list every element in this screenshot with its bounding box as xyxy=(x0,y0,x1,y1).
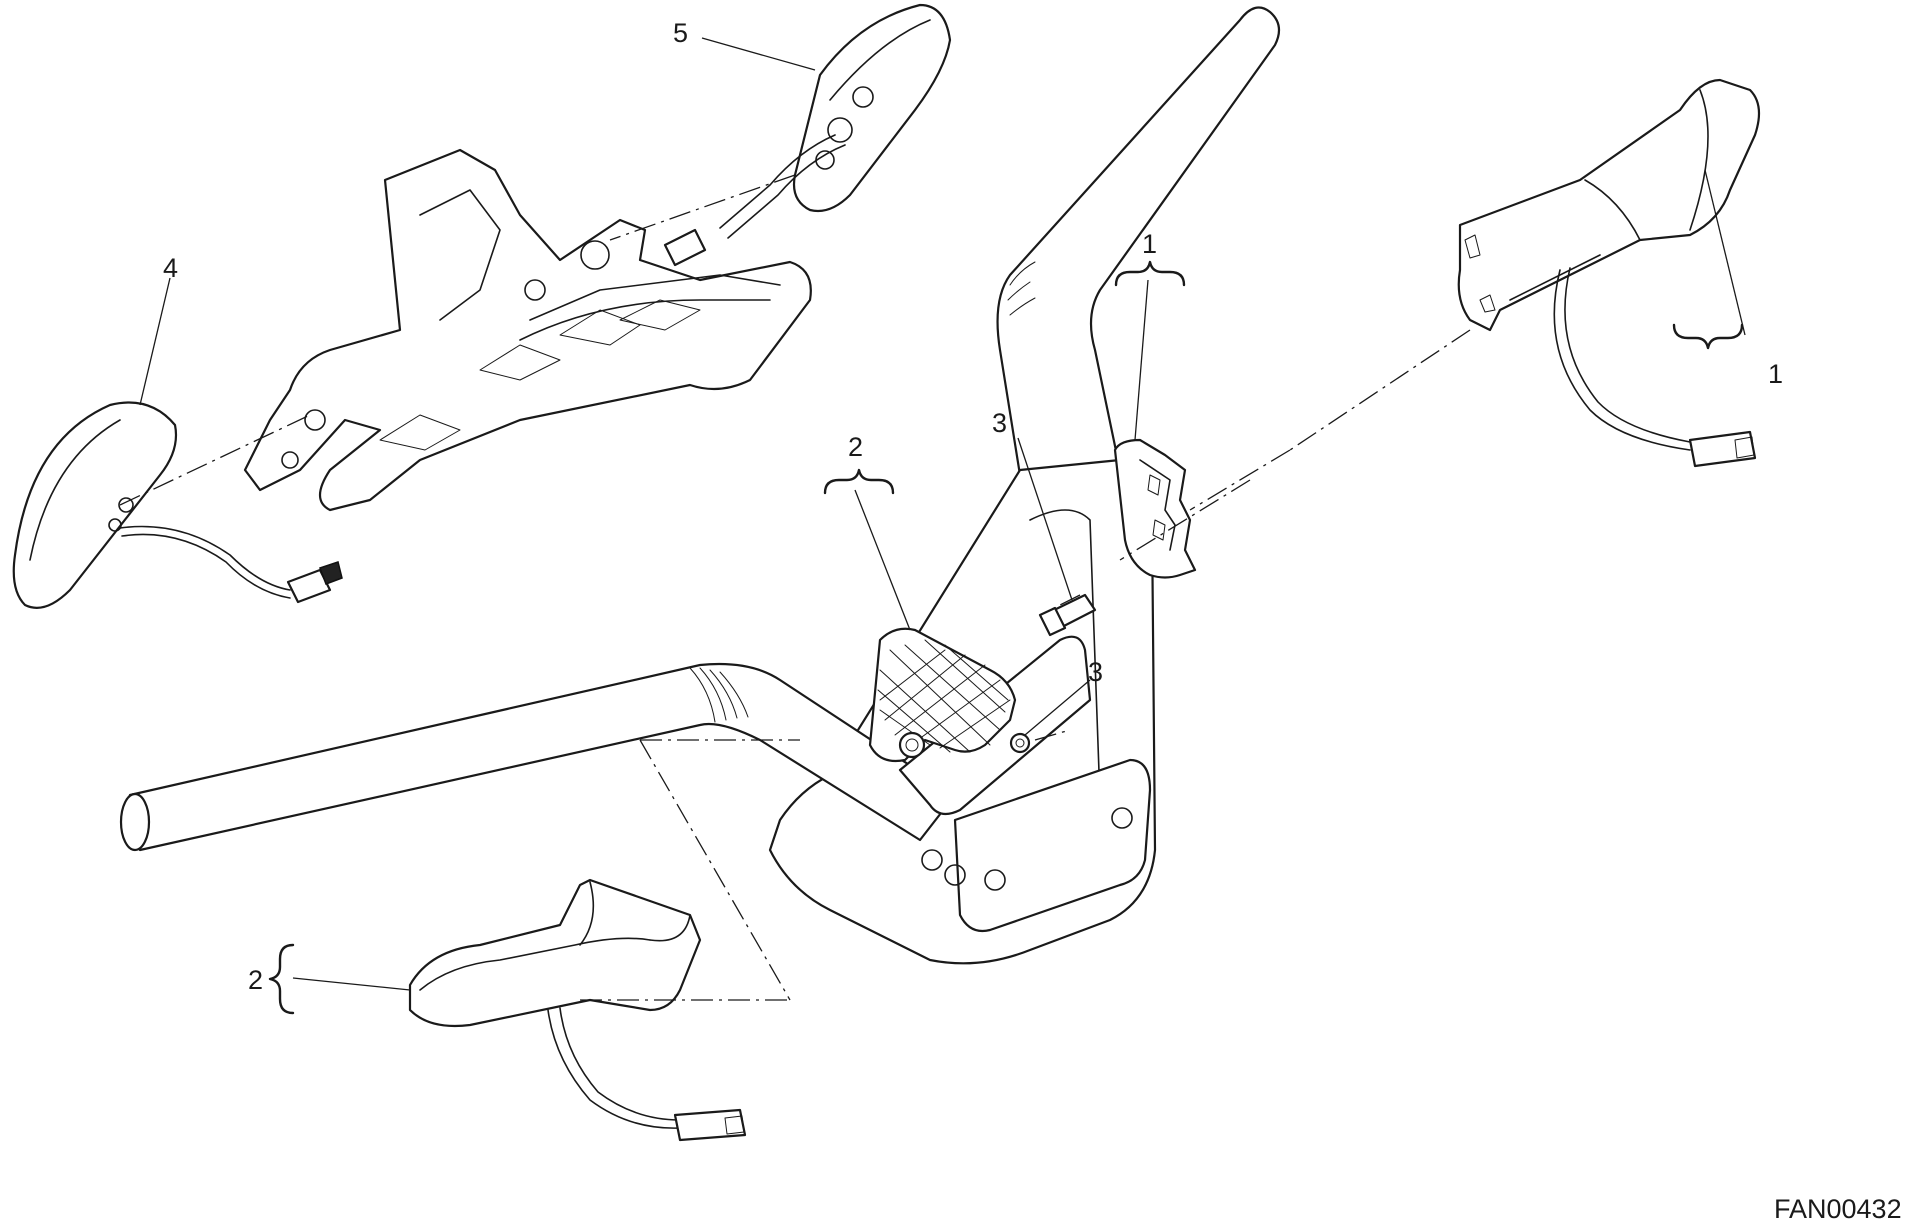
part-1-center-switch-half xyxy=(1113,438,1197,579)
brace-part-1-right xyxy=(1672,323,1744,350)
assembly-lines xyxy=(119,174,1471,1001)
callout-4: 4 xyxy=(163,253,178,283)
drawing-code: FAN00432 xyxy=(1774,1194,1902,1224)
leader-lines xyxy=(139,37,1746,991)
callout-labels: 5 4 1 1 3 3 2 2 xyxy=(163,18,1783,995)
callout-1-center: 1 xyxy=(1142,229,1157,259)
callout-3-upper: 3 xyxy=(992,408,1007,438)
brace-part-2-left xyxy=(268,943,295,1015)
braces xyxy=(268,260,1744,1015)
handlebar xyxy=(119,6,1281,965)
part-4-left-lamp xyxy=(12,401,343,609)
upper-bracket xyxy=(243,148,812,512)
part-2-left-switch xyxy=(408,878,747,1142)
brace-part-1-center xyxy=(1114,260,1186,287)
callout-5: 5 xyxy=(673,18,688,48)
callout-2-left: 2 xyxy=(248,965,263,995)
part-5-upper-lamp xyxy=(663,3,952,267)
callout-3-lower: 3 xyxy=(1088,657,1103,687)
part-3-screw-lower xyxy=(1009,732,1031,754)
callout-1-right: 1 xyxy=(1768,359,1783,389)
part-2-grid-pad xyxy=(868,627,1017,763)
part-1-right-switch xyxy=(1457,78,1761,468)
callout-2-center: 2 xyxy=(848,432,863,462)
part-3-screw-upper xyxy=(1038,593,1097,637)
brace-part-2-center xyxy=(823,468,895,495)
